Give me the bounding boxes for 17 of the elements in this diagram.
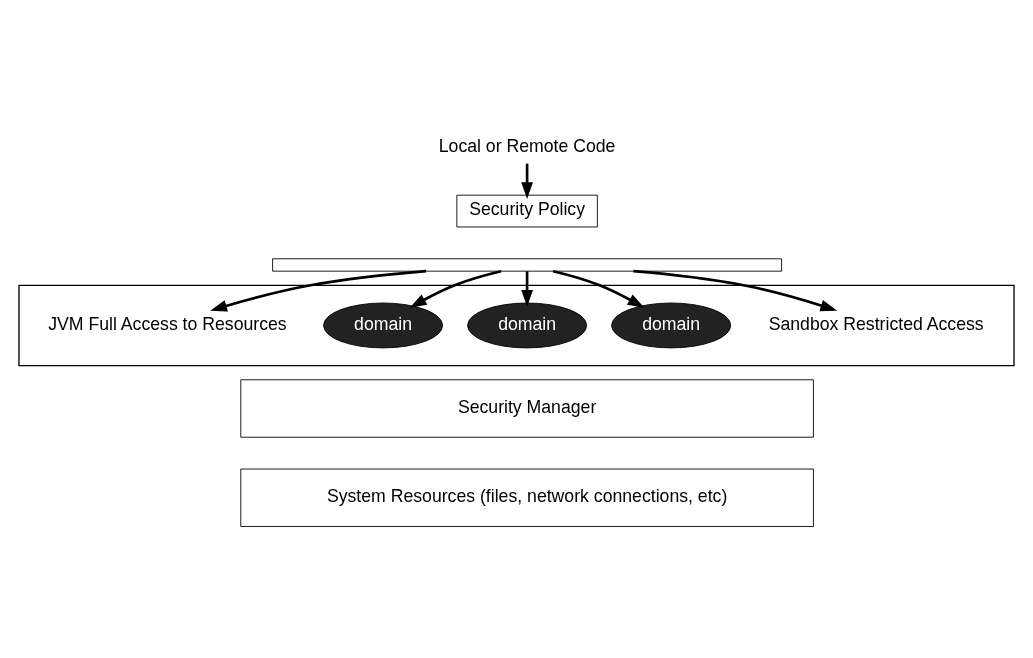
node-box: Security Policy bbox=[456, 194, 598, 228]
node-box: System Resources (files, network connections, etc) bbox=[240, 468, 814, 527]
arrow bbox=[552, 269, 645, 308]
arrow bbox=[633, 269, 838, 312]
node-ellipse: domain bbox=[467, 302, 588, 349]
node-ellipse: domain bbox=[611, 302, 732, 349]
node-box: Security Manager bbox=[240, 379, 814, 438]
node-text: Sandbox Restricted Access bbox=[768, 313, 984, 334]
arrow bbox=[210, 269, 427, 312]
arrow bbox=[409, 269, 502, 308]
node-ellipse: domain bbox=[323, 302, 443, 349]
arrow bbox=[521, 163, 533, 200]
arrow bbox=[521, 271, 533, 307]
node-bar bbox=[272, 258, 783, 272]
node-text: Local or Remote Code bbox=[438, 135, 616, 156]
cluster bbox=[18, 284, 1015, 367]
node-text: JVM Full Access to Resources bbox=[48, 313, 287, 334]
